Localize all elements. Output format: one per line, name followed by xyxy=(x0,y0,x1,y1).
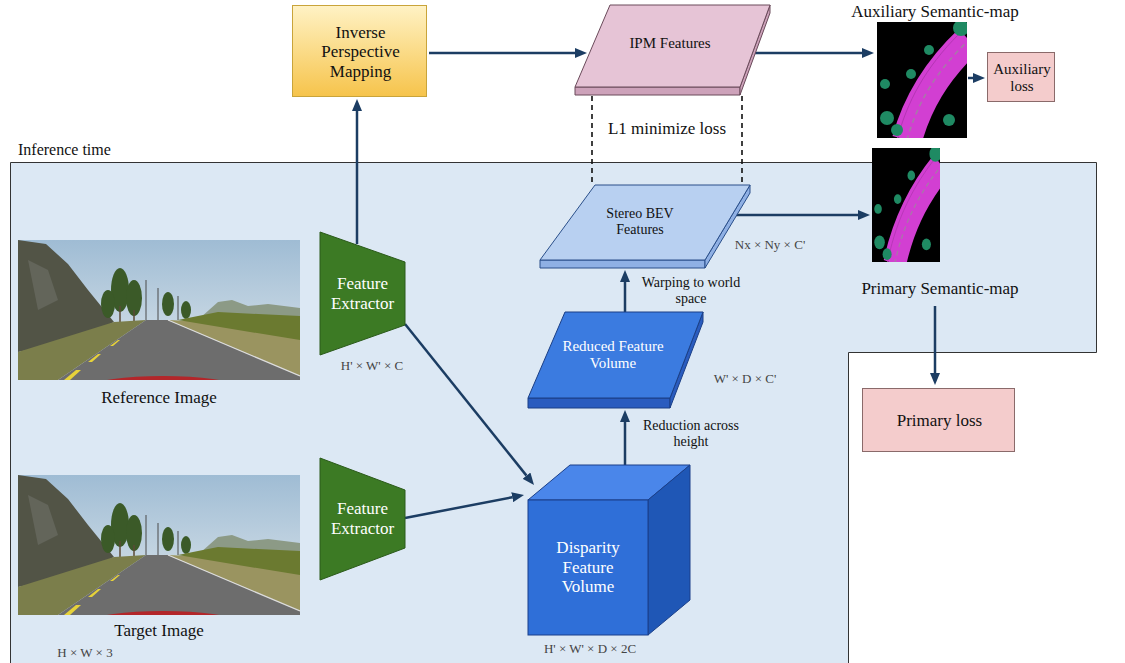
dimension-label: H × W × 3 xyxy=(40,646,130,661)
arrow-connector xyxy=(732,214,858,217)
dimension-label: W' × D × C' xyxy=(700,372,790,387)
arrow-connector xyxy=(356,111,359,244)
semantic-map: Primary Semantic-map xyxy=(855,148,1025,303)
encoder-trapezoid: Feature Extractor xyxy=(320,232,405,355)
region-outline xyxy=(11,163,1097,663)
node-text: Target Image xyxy=(18,621,300,641)
process-box: Inverse Perspective Mapping xyxy=(292,5,427,97)
node-text: Feature Extractor xyxy=(324,499,401,538)
trapezoid xyxy=(320,458,405,580)
slab-front xyxy=(575,87,740,95)
dimension-label: H' × W' × D × 2C xyxy=(515,642,665,657)
input-image: Target Image xyxy=(18,475,300,647)
node-text: Primary Semantic-map xyxy=(850,279,1030,299)
cube-side xyxy=(648,465,690,635)
primary-map-image xyxy=(872,146,942,264)
slab-top xyxy=(540,185,750,260)
arrow-connector xyxy=(624,422,627,467)
target-photo xyxy=(18,475,300,631)
bev-slab: Stereo BEV Features xyxy=(540,185,750,268)
node-text: Auxiliary loss xyxy=(990,61,1054,96)
node-text: Stereo BEV Features xyxy=(585,206,695,238)
dimension-label: H' × W' × C xyxy=(322,359,422,374)
trapezoid xyxy=(320,232,405,355)
slab-front xyxy=(540,260,705,268)
node-text: Disparity Feature Volume xyxy=(538,538,638,597)
arrow-connector xyxy=(624,282,627,314)
node-text: Auxiliary Semantic-map xyxy=(838,2,1032,22)
slab-front xyxy=(528,398,670,408)
node-text: Primary loss xyxy=(867,411,1012,431)
node-text: Reference Image xyxy=(18,388,300,408)
loss-box: Primary loss xyxy=(862,388,1015,452)
node-text: Feature Extractor xyxy=(324,274,401,313)
feature-slab: IPM Features xyxy=(575,5,770,95)
auxiliary-map-image xyxy=(877,20,969,140)
dimension-label: Nx × Ny × C' xyxy=(724,238,816,253)
edge-label: Reduction across height xyxy=(636,418,746,450)
slab-top xyxy=(528,312,703,398)
slab-top xyxy=(575,5,770,87)
edge-label: Warping to world space xyxy=(636,275,746,307)
node-text: Reduced Feature Volume xyxy=(553,338,673,373)
node-text: IPM Features xyxy=(605,35,735,52)
node-text: Inverse Perspective Mapping xyxy=(297,23,424,82)
arrow-connector xyxy=(429,52,575,55)
loss-box: Auxiliary loss xyxy=(987,52,1055,102)
volume-cube: Disparity Feature Volume xyxy=(528,465,690,635)
reference-photo xyxy=(18,240,300,396)
encoder-trapezoid: Feature Extractor xyxy=(320,458,405,580)
cube-front xyxy=(528,500,648,635)
arrow-connector xyxy=(754,52,862,55)
edge-label: L1 minimize loss xyxy=(607,119,727,139)
volume-slab: Reduced Feature Volume xyxy=(528,312,703,408)
arrow-connector xyxy=(968,77,973,80)
arrow-connector xyxy=(934,306,937,373)
node-text: Inference time xyxy=(18,141,198,159)
input-image: Reference Image xyxy=(18,240,300,412)
